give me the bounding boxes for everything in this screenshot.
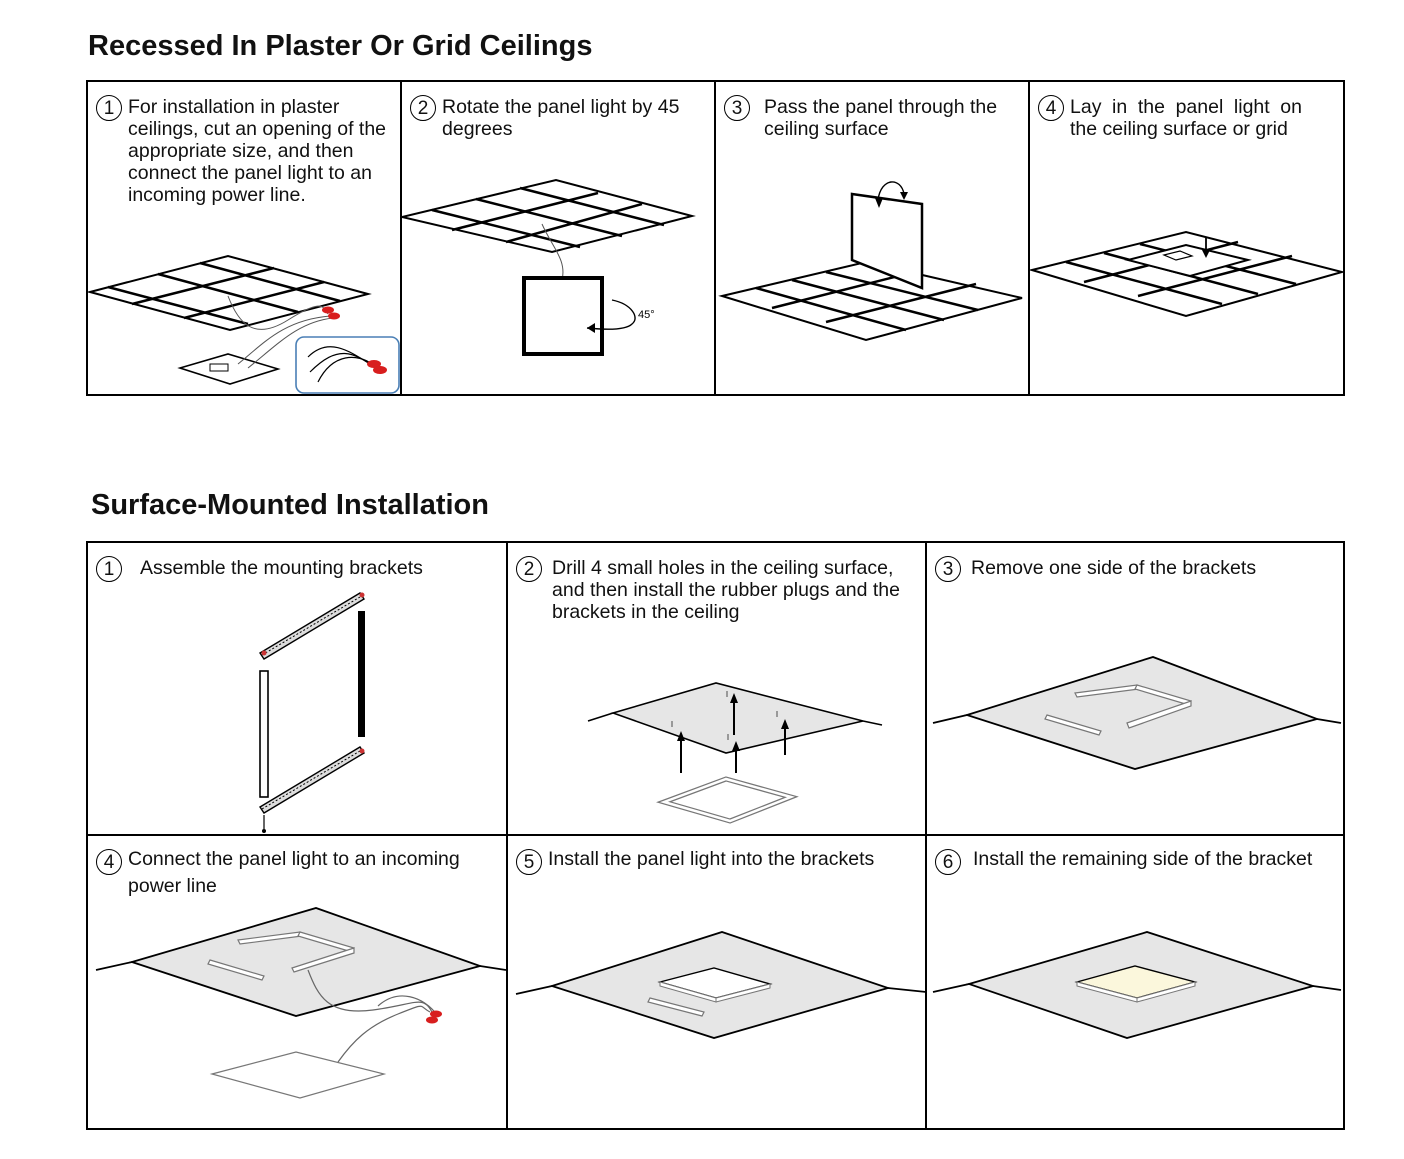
step-text: Assemble the mounting brackets xyxy=(140,557,423,579)
install-panel-illustration xyxy=(515,931,925,1039)
step-text: Pass the panel through the ceiling surfa… xyxy=(764,96,998,140)
surface-step-5: 5 Install the panel light into the brack… xyxy=(508,836,927,1128)
surface-step-4: 4 Connect the panel light to an incoming… xyxy=(88,836,508,1128)
recessed-step-1: 1 For installation in plaster ceilings, … xyxy=(88,82,402,394)
section-title-recessed: Recessed In Plaster Or Grid Ceilings xyxy=(88,30,593,62)
remove-bracket-illustration xyxy=(932,656,1342,770)
step-number: 2 xyxy=(410,95,436,121)
step-number: 6 xyxy=(935,849,961,875)
rotation-angle-label: 45° xyxy=(638,309,655,321)
recessed-step-4: 4 Lay in the panel light on the ceiling … xyxy=(1030,82,1343,394)
step-number: 4 xyxy=(96,849,122,875)
rotate-panel-illustration: 45° xyxy=(402,178,696,356)
step-number: 5 xyxy=(516,849,542,875)
step-number: 2 xyxy=(516,556,542,582)
bracket-assembly-illustration xyxy=(259,592,365,833)
step-number: 4 xyxy=(1038,95,1064,121)
recessed-step-3: 3 Pass the panel through the ceiling sur… xyxy=(716,82,1030,394)
surface-step-2: 2 Drill 4 small holes in the ceiling sur… xyxy=(508,543,927,836)
drill-holes-illustration xyxy=(587,682,883,824)
step-number: 1 xyxy=(96,95,122,121)
step-text: Install the remaining side of the bracke… xyxy=(973,848,1313,870)
surface-step-1: 1 Assemble the mounting brackets xyxy=(88,543,508,836)
section-title-surface-mounted: Surface-Mounted Installation xyxy=(91,489,489,521)
step-text: Drill 4 small holes in the ceiling surfa… xyxy=(552,557,901,623)
step-number: 3 xyxy=(724,95,750,121)
surface-step-3: 3 Remove one side of the brackets xyxy=(927,543,1343,836)
step-text: Install the panel light into the bracket… xyxy=(548,848,875,870)
recessed-step-2: 2 Rotate the panel light by 45 degrees 4… xyxy=(402,82,716,394)
step-text: For installation in plaster ceilings, cu… xyxy=(128,96,387,206)
recessed-steps-grid: 1 For installation in plaster ceilings, … xyxy=(86,80,1345,396)
step-text: Remove one side of the brackets xyxy=(971,557,1257,579)
surface-steps-grid: 1 Assemble the mounting brackets 2 Drill… xyxy=(86,541,1345,1130)
step-number: 3 xyxy=(935,556,961,582)
step-number: 1 xyxy=(96,556,122,582)
cut-opening-illustration xyxy=(88,254,400,394)
connect-power-illustration xyxy=(95,907,506,1099)
surface-step-6: 6 Install the remaining side of the brac… xyxy=(927,836,1343,1128)
lay-in-panel-illustration xyxy=(1030,230,1343,318)
wire-callout xyxy=(295,336,400,394)
finished-install-illustration xyxy=(932,931,1342,1039)
step-text: Connect the panel light to an incoming p… xyxy=(128,848,460,897)
step-text: Lay in the panel light on the ceiling su… xyxy=(1070,96,1302,140)
step-text: Rotate the panel light by 45 degrees xyxy=(442,96,680,140)
pass-panel-illustration xyxy=(718,181,1023,342)
